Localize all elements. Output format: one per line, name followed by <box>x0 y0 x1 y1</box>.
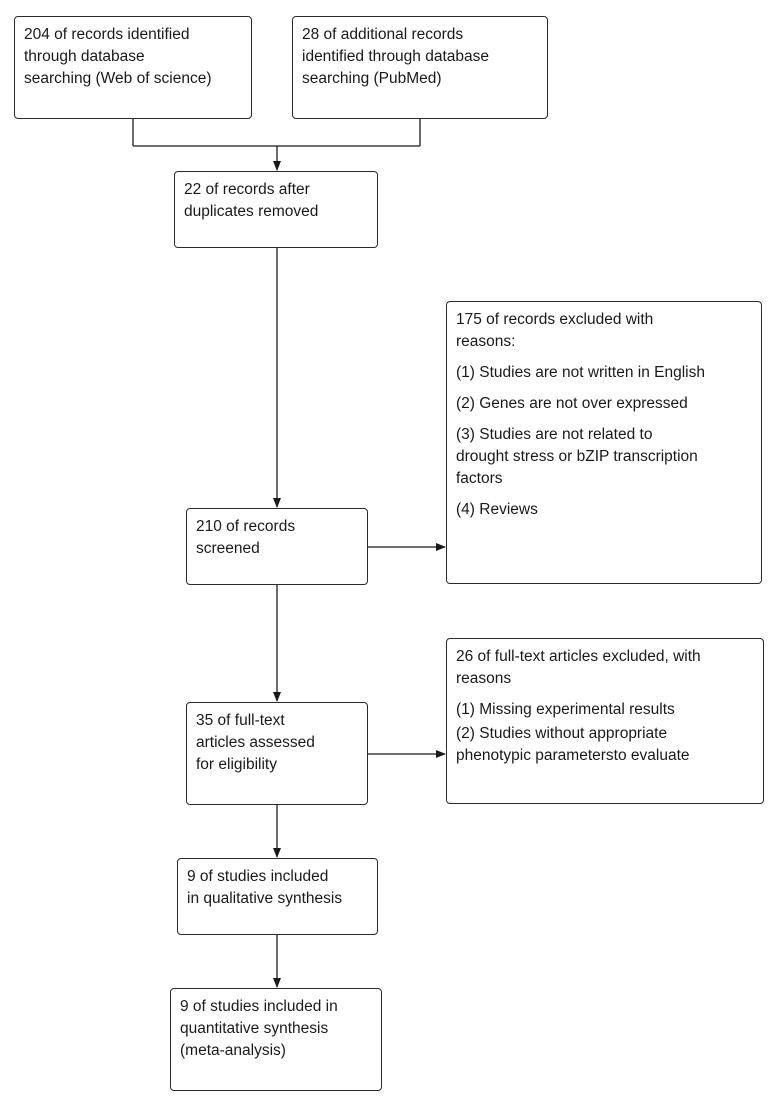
box-text-line: phenotypic parametersto evaluate <box>456 747 690 764</box>
full-text-assessed-box: 35 of full-text articles assessed for el… <box>186 702 368 805</box>
duplicates-removed-box: 22 of records after duplicates removed <box>174 171 378 248</box>
box-text-line: reasons: <box>456 333 516 350</box>
box-text-line: identified through database <box>302 48 490 65</box>
box-text-line: drought stress or bZIP transcription <box>456 448 698 465</box>
box-text-line: 28 of additional records <box>302 26 464 43</box>
records-screened-box: 210 of records screened <box>186 508 368 585</box>
exclusion-reason: (4) Reviews <box>456 501 538 518</box>
qualitative-synthesis-box: 9 of studies included in qualitative syn… <box>177 858 378 935</box>
box-text-line: reasons <box>456 670 512 687</box>
quantitative-synthesis-box: 9 of studies included in quantitative sy… <box>170 988 382 1091</box>
box-text-line: for eligibility <box>196 756 277 773</box>
exclusion-reason: (1) Missing experimental results <box>456 701 675 718</box>
box-text-line: through database <box>24 48 145 65</box>
box-text-line: (meta-analysis) <box>180 1042 286 1059</box>
box-text-line: quantitative synthesis <box>180 1020 329 1037</box>
exclusion-reason: (3) Studies are not related to <box>456 426 653 443</box>
box-text-line: duplicates removed <box>184 203 319 220</box>
exclusion-reason: (2) Studies without appropriate <box>456 725 668 742</box>
box-text-line: 210 of records <box>196 518 296 535</box>
exclusion-reason: (2) Genes are not over expressed <box>456 395 688 412</box>
box-text-line: articles assessed <box>196 734 315 751</box>
box-text-line: factors <box>456 470 503 487</box>
box-text-line: 204 of records identified <box>24 26 190 43</box>
box-text-line: searching (Web of science) <box>24 70 212 87</box>
records-excluded-box: 175 of records excluded with reasons: (1… <box>446 301 762 584</box>
box-text-line: 26 of full-text articles excluded, with <box>456 648 701 665</box>
box-text-line: 22 of records after <box>184 181 310 198</box>
box-text-line: searching (PubMed) <box>302 70 442 87</box>
pubmed-records-box: 28 of additional records identified thro… <box>292 16 548 119</box>
box-text-line: in qualitative synthesis <box>187 890 343 907</box>
web-of-science-records-box: 204 of records identified through databa… <box>14 16 252 119</box>
box-text-line: 9 of studies included in <box>180 998 338 1015</box>
full-text-excluded-box: 26 of full-text articles excluded, with … <box>446 638 764 804</box>
box-text-line: 175 of records excluded with <box>456 311 654 328</box>
exclusion-reason: (1) Studies are not written in English <box>456 364 705 381</box>
box-text-line: screened <box>196 540 260 557</box>
box-text-line: 35 of full-text <box>196 712 285 729</box>
box-text-line: 9 of studies included <box>187 868 329 885</box>
